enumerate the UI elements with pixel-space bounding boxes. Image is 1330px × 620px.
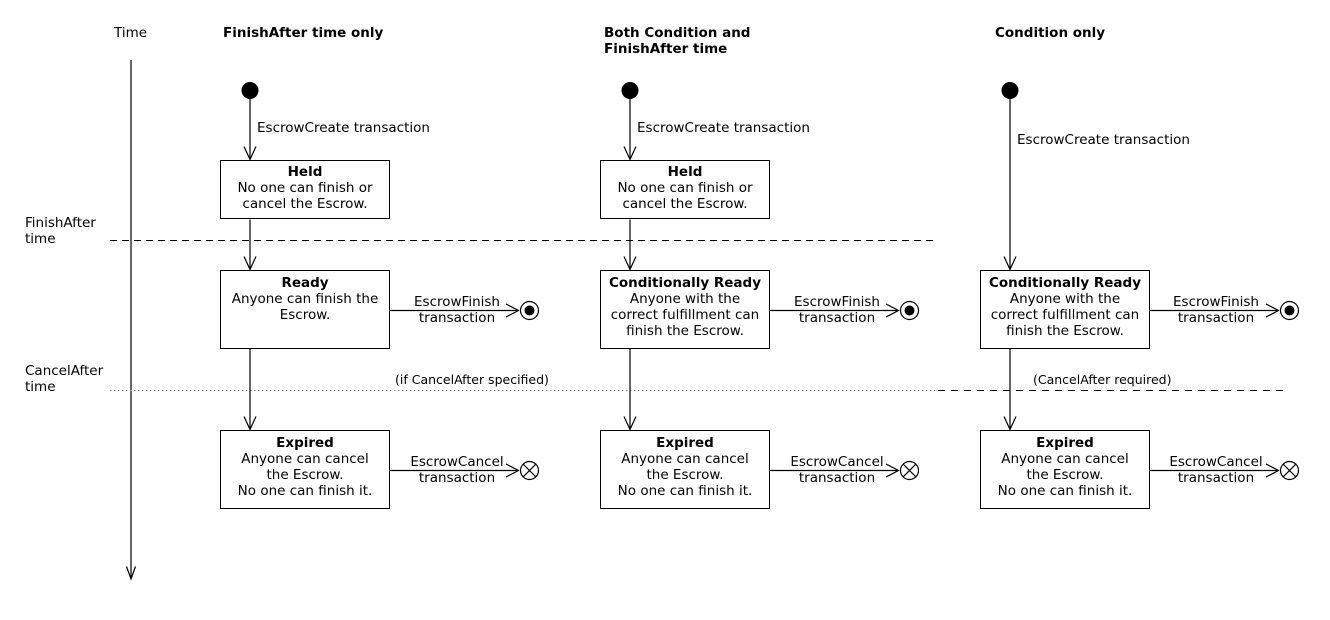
escrowfinish-transition-label: EscrowFinish transaction bbox=[757, 294, 917, 326]
state-box-conditionally-ready: Conditionally Ready Anyone with the corr… bbox=[600, 270, 770, 349]
escrowfinish-transition-label: EscrowFinish transaction bbox=[1136, 294, 1296, 326]
column-title-finishafter-only: FinishAfter time only bbox=[223, 25, 383, 41]
column-title-line: Both Condition and bbox=[604, 25, 751, 41]
ready-to-expired-arrow bbox=[1003, 349, 1017, 431]
state-box-held: Held No one can finish or cancel the Esc… bbox=[600, 160, 770, 219]
state-title: Conditionally Ready bbox=[988, 275, 1142, 291]
escrowcancel-transition-label: EscrowCancel transaction bbox=[377, 454, 537, 486]
column-title-both: Both Condition and FinishAfter time bbox=[604, 25, 750, 57]
transition-label-line: transaction bbox=[418, 310, 496, 326]
column-title-line: Condition only bbox=[995, 25, 1106, 41]
state-title: Held bbox=[287, 164, 323, 180]
state-box-expired: Expired Anyone can cancel the Escrow. No… bbox=[220, 430, 390, 509]
state-description-line: Anyone can cancel bbox=[1001, 451, 1129, 467]
final-state-icon bbox=[519, 300, 540, 321]
state-description-line: finish the Escrow. bbox=[1006, 323, 1124, 339]
escrowcancel-arrow bbox=[1150, 463, 1280, 478]
state-description-line: No one can finish or bbox=[237, 180, 373, 196]
escrowcreate-transition-label: EscrowCreate transaction bbox=[257, 120, 430, 136]
ready-to-expired-arrow bbox=[623, 349, 637, 431]
state-box-conditionally-ready: Conditionally Ready Anyone with the corr… bbox=[980, 270, 1150, 349]
transition-label-line: transaction bbox=[798, 310, 876, 326]
state-description-line: Anyone can cancel bbox=[621, 451, 749, 467]
escrowfinish-arrow bbox=[770, 303, 900, 318]
escrowcreate-arrow bbox=[623, 99, 637, 161]
initial-state-icon bbox=[1001, 82, 1019, 99]
state-box-expired: Expired Anyone can cancel the Escrow. No… bbox=[980, 430, 1150, 509]
transition-label-line: EscrowCancel bbox=[410, 454, 504, 470]
ready-to-expired-arrow bbox=[243, 349, 257, 431]
column-title-line: FinishAfter time only bbox=[223, 25, 384, 41]
transition-label-line: EscrowFinish bbox=[414, 294, 500, 310]
escrowcreate-transition-label: EscrowCreate transaction bbox=[1017, 132, 1190, 148]
transition-label-line: EscrowFinish bbox=[1173, 294, 1259, 310]
escrowcancel-arrow bbox=[770, 463, 900, 478]
state-description-line: cancel the Escrow. bbox=[622, 196, 748, 212]
state-description-line: finish the Escrow. bbox=[626, 323, 744, 339]
transition-label-line: transaction bbox=[798, 470, 876, 486]
state-description-line: Escrow. bbox=[279, 307, 331, 323]
escrowcancel-arrow bbox=[390, 463, 520, 478]
state-box-ready: Ready Anyone can finish the Escrow. bbox=[220, 270, 390, 349]
escrowcreate-arrow bbox=[1003, 99, 1017, 271]
state-description-line: correct fulfillment can bbox=[990, 307, 1140, 323]
state-description-line: No one can finish it. bbox=[997, 483, 1133, 499]
transition-label-line: EscrowCancel bbox=[790, 454, 884, 470]
escrowfinish-arrow bbox=[1150, 303, 1280, 318]
state-description-line: Anyone with the bbox=[629, 291, 741, 307]
column-title-line: FinishAfter time bbox=[604, 41, 728, 57]
state-description-line: No one can finish it. bbox=[617, 483, 753, 499]
held-to-ready-arrow bbox=[623, 219, 637, 271]
initial-state-icon bbox=[241, 82, 259, 99]
escrowcancel-transition-label: EscrowCancel transaction bbox=[1136, 454, 1296, 486]
transition-label-line: transaction bbox=[1177, 470, 1255, 486]
cancelafter-required-note: (CancelAfter required) bbox=[1033, 372, 1172, 387]
escrowfinish-arrow bbox=[390, 303, 520, 318]
transition-label-line: transaction bbox=[418, 470, 496, 486]
state-description-line: correct fulfillment can bbox=[610, 307, 760, 323]
state-description-line: Anyone with the bbox=[1009, 291, 1121, 307]
marker-line: CancelAfter bbox=[25, 363, 104, 379]
terminate-state-icon bbox=[519, 460, 540, 481]
time-axis-label: Time bbox=[114, 25, 148, 41]
cancelafter-optional-note: (if CancelAfter specified) bbox=[395, 372, 549, 387]
terminate-state-icon bbox=[899, 460, 920, 481]
marker-line: FinishAfter bbox=[25, 215, 96, 231]
state-title: Ready bbox=[281, 275, 329, 291]
state-box-expired: Expired Anyone can cancel the Escrow. No… bbox=[600, 430, 770, 509]
state-description-line: the Escrow. bbox=[1026, 467, 1104, 483]
state-description-line: Anyone can cancel bbox=[241, 451, 369, 467]
marker-line: time bbox=[25, 379, 56, 395]
held-to-ready-arrow bbox=[243, 219, 257, 271]
state-description-line: the Escrow. bbox=[646, 467, 724, 483]
state-title: Expired bbox=[1036, 435, 1094, 451]
column-title-condition-only: Condition only bbox=[995, 25, 1105, 41]
state-title: Expired bbox=[276, 435, 334, 451]
marker-line: time bbox=[25, 231, 56, 247]
state-description-line: No one can finish or bbox=[617, 180, 753, 196]
escrowcreate-transition-label: EscrowCreate transaction bbox=[637, 120, 810, 136]
final-state-icon bbox=[899, 300, 920, 321]
state-description-line: cancel the Escrow. bbox=[242, 196, 368, 212]
time-axis-arrow bbox=[125, 60, 137, 581]
state-description-line: the Escrow. bbox=[266, 467, 344, 483]
terminate-state-icon bbox=[1279, 460, 1300, 481]
cancelafter-time-label: CancelAfter time bbox=[25, 363, 103, 395]
final-state-icon bbox=[1279, 300, 1300, 321]
finishafter-time-label: FinishAfter time bbox=[25, 215, 96, 247]
transition-label-line: transaction bbox=[1177, 310, 1255, 326]
escrowcancel-transition-label: EscrowCancel transaction bbox=[757, 454, 917, 486]
state-title: Conditionally Ready bbox=[608, 275, 762, 291]
state-box-held: Held No one can finish or cancel the Esc… bbox=[220, 160, 390, 219]
initial-state-icon bbox=[621, 82, 639, 99]
state-title: Held bbox=[667, 164, 703, 180]
escrowcreate-arrow bbox=[243, 99, 257, 161]
state-description-line: No one can finish it. bbox=[237, 483, 373, 499]
transition-label-line: EscrowFinish bbox=[794, 294, 880, 310]
state-description-line: Anyone can finish the bbox=[231, 291, 379, 307]
escrowfinish-transition-label: EscrowFinish transaction bbox=[377, 294, 537, 326]
transition-label-line: EscrowCancel bbox=[1169, 454, 1263, 470]
state-title: Expired bbox=[656, 435, 714, 451]
